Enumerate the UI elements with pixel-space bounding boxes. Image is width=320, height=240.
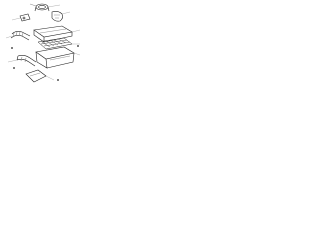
leader-lines bbox=[5, 4, 81, 81]
air-intake-hose bbox=[10, 31, 31, 41]
lower-intake-duct bbox=[16, 55, 37, 67]
parts-diagram bbox=[5, 3, 81, 83]
resonator bbox=[51, 11, 63, 22]
air-cleaner-lower-case bbox=[35, 46, 75, 69]
parts-diagram-canvas bbox=[0, 0, 88, 93]
mounting-bracket bbox=[19, 13, 31, 22]
fasteners bbox=[11, 45, 79, 81]
intake-cap bbox=[29, 3, 50, 12]
air-guide bbox=[25, 69, 47, 83]
air-cleaner-upper-cover bbox=[33, 25, 73, 43]
